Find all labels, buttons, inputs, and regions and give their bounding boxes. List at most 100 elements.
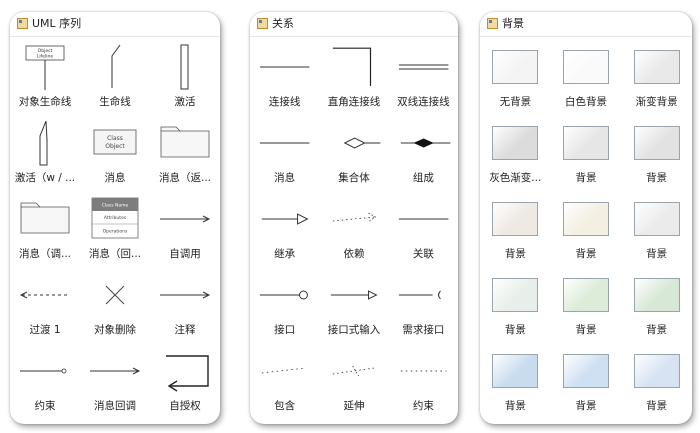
shape-item[interactable]: 继承: [250, 190, 319, 266]
shape-label: 约束: [34, 400, 56, 412]
shape-item[interactable]: 激活: [150, 38, 220, 114]
shape-label: 延伸: [343, 400, 365, 412]
background-item[interactable]: 无背景: [480, 38, 551, 114]
shape-item[interactable]: 过渡 1: [10, 266, 80, 342]
background-swatch: [621, 194, 692, 244]
shape-item[interactable]: 双线连接线: [389, 38, 458, 114]
background-thumbnail: [633, 202, 680, 236]
shape-item[interactable]: 消息（调...: [10, 190, 80, 266]
shape-item[interactable]: Object Lifeline 对象生命线: [10, 38, 80, 114]
uml-sequence-panel: UML 序列 Object Lifeline 对象生命线生命线激活激活（w / …: [10, 12, 220, 424]
background-label: 背景: [646, 248, 668, 260]
shape-item[interactable]: 依赖: [319, 190, 388, 266]
shape-label: 直角连接线: [327, 96, 381, 108]
shape-label: 过渡 1: [29, 324, 61, 336]
svg-text:Attributes: Attributes: [104, 215, 127, 221]
background-item[interactable]: 背景: [480, 342, 551, 418]
background-thumbnail: [492, 354, 539, 388]
background-item[interactable]: 背景: [551, 114, 622, 190]
shape-item[interactable]: 约束: [389, 342, 458, 418]
panel-title[interactable]: 关系: [250, 12, 458, 37]
shape-label: 需求接口: [402, 324, 445, 336]
shape-item[interactable]: 包含: [250, 342, 319, 418]
background-item[interactable]: 渐变背景: [621, 38, 692, 114]
background-thumbnail: [633, 354, 680, 388]
shape-label: 消息（调...: [18, 248, 71, 260]
shape-item[interactable]: 接口式输入: [319, 266, 388, 342]
background-item[interactable]: 背景: [480, 190, 551, 266]
background-thumbnail: [562, 354, 609, 388]
background-swatch: [551, 270, 622, 320]
background-thumbnail: [562, 126, 609, 160]
shape-item[interactable]: 组成: [389, 114, 458, 190]
shape-item[interactable]: 消息回调: [80, 342, 150, 418]
shape-item[interactable]: 自调用: [150, 190, 220, 266]
background-swatch: [480, 194, 551, 244]
shape-label: 对象生命线: [18, 96, 72, 108]
shape-item[interactable]: 生命线: [80, 38, 150, 114]
shape-item[interactable]: 消息（返...: [150, 114, 220, 190]
stencil-icon: [487, 18, 498, 29]
aggregation-icon: [319, 118, 388, 168]
shape-item[interactable]: 连接线: [250, 38, 319, 114]
shape-item[interactable]: 注释: [150, 266, 220, 342]
shape-item[interactable]: 对象删除: [80, 266, 150, 342]
backgrounds-panel: 背景 无背景白色背景渐变背景灰色渐变...背景背景背景背景背景背景背景背景背景背…: [480, 12, 692, 424]
shape-item[interactable]: 接口: [250, 266, 319, 342]
arrow-right-icon: [80, 346, 150, 396]
double-line-icon: [389, 42, 458, 92]
shape-label: 接口: [274, 324, 296, 336]
background-label: 背景: [575, 400, 597, 412]
background-label: 背景: [504, 324, 526, 336]
shape-label: 自授权: [169, 400, 201, 412]
shape-label: 组成: [412, 172, 434, 184]
background-item[interactable]: 白色背景: [551, 38, 622, 114]
class-object-icon: Class Object: [80, 118, 150, 168]
shape-item[interactable]: 消息: [250, 114, 319, 190]
shape-item[interactable]: 直角连接线: [319, 38, 388, 114]
background-thumbnail: [633, 278, 680, 312]
background-item[interactable]: 背景: [551, 266, 622, 342]
shape-label: 激活（w / ...: [14, 172, 76, 184]
shape-item[interactable]: 延伸: [319, 342, 388, 418]
activation-icon: [150, 42, 220, 92]
shape-item[interactable]: 自授权: [150, 342, 220, 418]
panel-title[interactable]: UML 序列: [10, 12, 220, 37]
shape-item[interactable]: 需求接口: [389, 266, 458, 342]
shape-item[interactable]: 约束: [10, 342, 80, 418]
background-thumbnail: [562, 278, 609, 312]
background-label: 背景: [646, 324, 668, 336]
relationships-panel: 关系 连接线直角连接线 双线连接线消息 集合体 组成 继承 依赖关联 接口 接口…: [250, 12, 458, 424]
shape-item[interactable]: 激活（w / ...: [10, 114, 80, 190]
background-item[interactable]: 背景: [621, 114, 692, 190]
class-table-icon: Class Name Attributes Operations: [80, 194, 150, 244]
background-item[interactable]: 背景: [480, 266, 551, 342]
shape-label: 消息（返...: [158, 172, 211, 184]
background-thumbnail: [633, 126, 680, 160]
extend-dotted-icon: [319, 346, 388, 396]
panel-title[interactable]: 背景: [480, 12, 692, 37]
shape-item[interactable]: 关联: [389, 190, 458, 266]
background-item[interactable]: 背景: [551, 342, 622, 418]
background-item[interactable]: 背景: [621, 342, 692, 418]
background-item[interactable]: 灰色渐变...: [480, 114, 551, 190]
shape-item[interactable]: 集合体: [319, 114, 388, 190]
shape-label: 消息: [274, 172, 296, 184]
background-item[interactable]: 背景: [621, 190, 692, 266]
shape-label: 双线连接线: [397, 96, 450, 108]
background-item[interactable]: 背景: [621, 266, 692, 342]
required-interface-icon: [389, 270, 458, 320]
background-label: 渐变背景: [635, 96, 678, 108]
object-lifeline-icon: Object Lifeline: [10, 42, 80, 92]
background-label: 灰色渐变...: [489, 172, 542, 184]
stencil-icon: [17, 18, 28, 29]
background-label: 背景: [575, 248, 597, 260]
composition-icon: [389, 118, 458, 168]
shape-label: 生命线: [99, 96, 131, 108]
background-item[interactable]: 背景: [551, 190, 622, 266]
arrow-right-icon: [150, 270, 220, 320]
background-swatch: [480, 270, 551, 320]
background-swatch: [551, 346, 622, 396]
